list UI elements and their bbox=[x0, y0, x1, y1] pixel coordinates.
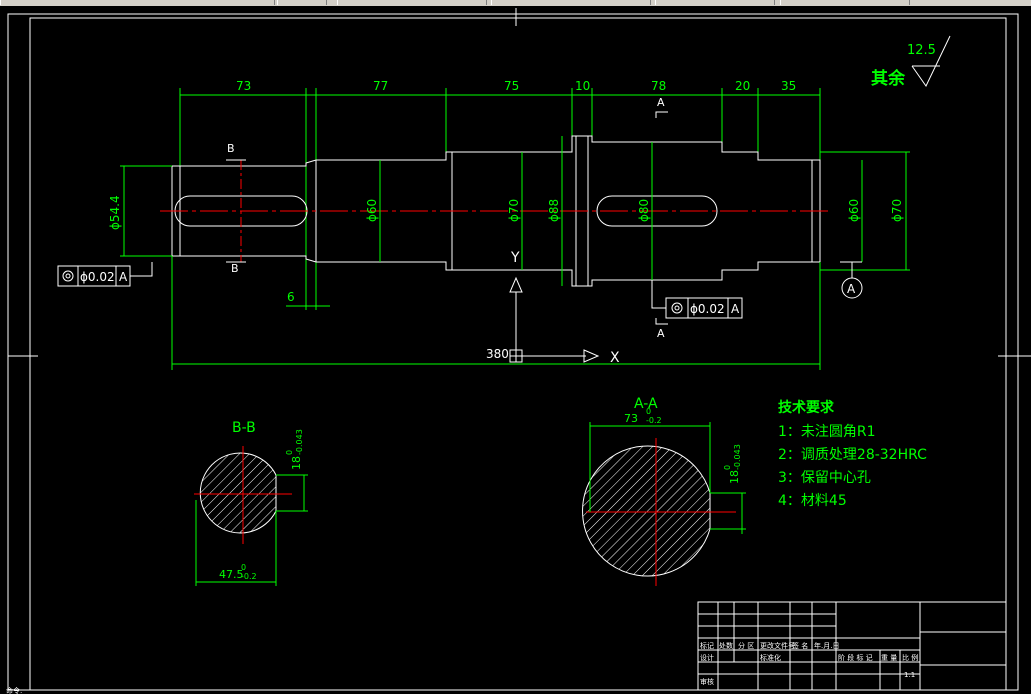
dim-78: 78 bbox=[651, 79, 666, 93]
bb-width-tol-bottom: -0.2 bbox=[241, 572, 257, 581]
toolbar-dropdown[interactable] bbox=[0, 0, 275, 5]
section-markers: B B A A bbox=[226, 96, 668, 340]
tb-std: 标准化 bbox=[760, 653, 781, 662]
toolbar-dropdown[interactable] bbox=[491, 0, 651, 5]
dim-20: 20 bbox=[735, 79, 750, 93]
tb-label: 更改文件号 bbox=[760, 641, 795, 650]
tb-weight: 重 量 bbox=[881, 654, 897, 662]
roughness-symbol: 12.5 其余 bbox=[871, 35, 951, 89]
tolerance-right-datum: A bbox=[731, 302, 740, 316]
top-dimension-labels: 73 77 75 10 78 20 35 bbox=[236, 79, 796, 93]
dia-80: ϕ80 bbox=[637, 199, 651, 222]
dia-70-mid: ϕ70 bbox=[507, 199, 521, 222]
toolbar-strip bbox=[0, 0, 1031, 6]
concentricity-icon bbox=[62, 270, 74, 282]
dia-60-left: ϕ60 bbox=[365, 199, 379, 222]
bb-width-tol-top: 0 bbox=[241, 563, 246, 572]
tb-design: 设计 bbox=[700, 653, 714, 662]
toolbar-dropdown[interactable] bbox=[655, 0, 775, 5]
section-bb: B-B 18 0 -0.043 47.5 0 -0.2 bbox=[194, 420, 308, 586]
aa-width-tol-bottom: -0.2 bbox=[646, 416, 662, 425]
roughness-value: 12.5 bbox=[907, 43, 936, 58]
dim-35: 35 bbox=[781, 79, 796, 93]
ucs-icon bbox=[509, 276, 600, 363]
ucs-y-label: Y bbox=[510, 250, 520, 266]
bottom-dimensions bbox=[171, 256, 821, 370]
tech-requirements: 技术要求 1：未注圆角R1 2：调质处理28-32HRC 3：保留中心孔 4：材… bbox=[778, 399, 927, 509]
tb-label: 年.月.日 bbox=[814, 641, 839, 650]
tech-req-item: 4：材料45 bbox=[778, 493, 847, 509]
toolbar-dropdown[interactable] bbox=[780, 0, 910, 5]
tolerance-right-value: ϕ0.02 bbox=[690, 302, 725, 316]
dia-60-right: ϕ60 bbox=[847, 199, 861, 222]
datum-label: A bbox=[847, 282, 856, 296]
dim-380: 380 bbox=[486, 347, 509, 361]
diameter-labels: ϕ54.4 ϕ60 ϕ70 ϕ88 ϕ80 ϕ60 ϕ70 bbox=[108, 195, 904, 230]
ucs-x-label: X bbox=[610, 350, 620, 366]
diameter-dimensions bbox=[120, 136, 910, 286]
title-block-text: 标记 处数 分 区 更改文件号 签 名 年.月.日 设计 标准化 审核 阶 段 … bbox=[700, 641, 918, 686]
bb-height-dim: 18 bbox=[290, 456, 303, 470]
bb-height-tol-top: 0 bbox=[285, 450, 294, 455]
tolerance-frame-left: ϕ0.02 A bbox=[57, 262, 153, 287]
dia-54-4: ϕ54.4 bbox=[108, 195, 122, 230]
aa-height-tol-top: 0 bbox=[723, 465, 732, 470]
datum-a-marker: A bbox=[840, 261, 863, 299]
bb-width-dim: 47.5 bbox=[219, 568, 244, 581]
tech-req-title: 技术要求 bbox=[778, 399, 835, 416]
section-mark-b-bottom: B bbox=[231, 262, 239, 275]
dim-10: 10 bbox=[575, 79, 590, 93]
tb-check: 审核 bbox=[700, 677, 714, 686]
top-dimension-chain bbox=[179, 88, 821, 310]
tolerance-left-value: ϕ0.02 bbox=[80, 270, 115, 284]
section-aa-title: A-A bbox=[634, 396, 658, 412]
tb-stage: 阶 段 标 记 bbox=[838, 653, 873, 662]
bb-height-tol-bottom: -0.043 bbox=[295, 429, 304, 455]
section-mark-a-top: A bbox=[657, 96, 665, 109]
dia-70-right: ϕ70 bbox=[890, 199, 904, 222]
tech-req-item: 2：调质处理28-32HRC bbox=[778, 447, 927, 463]
drawing-frame bbox=[7, 8, 1031, 691]
dim-75: 75 bbox=[504, 79, 519, 93]
section-bb-title: B-B bbox=[232, 420, 256, 436]
tb-label: 处数 bbox=[719, 641, 733, 650]
tb-scale: 1:1 bbox=[904, 671, 915, 679]
concentricity-icon bbox=[671, 302, 683, 314]
section-aa: A-A 73 0 -0.2 18 0 -0.043 bbox=[582, 396, 746, 586]
toolbar-dropdown[interactable] bbox=[337, 0, 487, 5]
section-mark-b-top: B bbox=[227, 142, 235, 155]
title-block bbox=[697, 601, 1007, 691]
dia-88: ϕ88 bbox=[547, 199, 561, 222]
aa-height-tol-bottom: -0.043 bbox=[733, 444, 742, 470]
centerlines bbox=[160, 160, 832, 262]
tech-req-item: 3：保留中心孔 bbox=[778, 470, 871, 486]
drawing-canvas[interactable]: 12.5 其余 73 77 75 10 78 20 35 bbox=[0, 6, 1031, 694]
tech-req-item: 1：未注圆角R1 bbox=[778, 424, 876, 440]
tolerance-left-datum: A bbox=[119, 270, 128, 284]
tb-scale-label: 比 例 bbox=[902, 653, 918, 662]
dim-77: 77 bbox=[373, 79, 388, 93]
dim-6: 6 bbox=[287, 290, 295, 304]
aa-width-tol-top: 0 bbox=[646, 407, 651, 416]
tb-label: 签 名 bbox=[792, 641, 808, 650]
aa-height-dim: 18 bbox=[728, 470, 741, 484]
command-line[interactable]: 命令: bbox=[6, 686, 22, 694]
aa-width-dim: 73 bbox=[624, 412, 638, 425]
section-mark-a-bottom: A bbox=[657, 327, 665, 340]
toolbar-dropdown[interactable] bbox=[277, 0, 327, 5]
dim-73: 73 bbox=[236, 79, 251, 93]
tb-label: 标记 bbox=[700, 641, 714, 650]
tb-label: 分 区 bbox=[738, 641, 754, 650]
tolerance-frame-right: ϕ0.02 A bbox=[651, 280, 743, 319]
roughness-label: 其余 bbox=[871, 68, 906, 89]
